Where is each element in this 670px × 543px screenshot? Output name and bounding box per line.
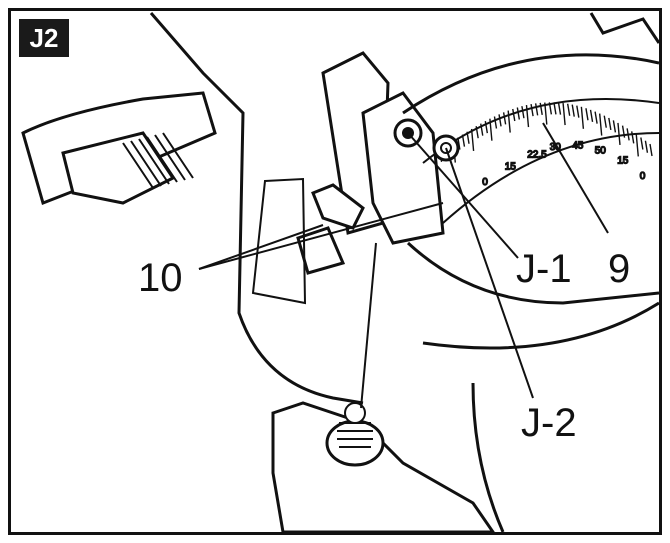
scale-tick xyxy=(603,115,607,128)
scale-tick xyxy=(548,102,553,115)
scale-tick xyxy=(598,113,603,136)
scale-tick xyxy=(521,106,525,119)
scale-tick xyxy=(466,131,470,144)
bracket-panel xyxy=(251,177,307,305)
scale-tick xyxy=(507,110,511,133)
housing-lower xyxy=(406,241,659,305)
scale-tick xyxy=(589,109,594,122)
scale-tick xyxy=(566,103,571,116)
scale-tick xyxy=(525,105,530,128)
figure-label: J2 xyxy=(19,19,69,57)
scale-tick xyxy=(585,108,589,121)
scale-tick xyxy=(562,103,566,126)
body-edge xyxy=(149,12,364,405)
scale-tick xyxy=(502,112,507,125)
scale-tick xyxy=(621,125,626,138)
scale-tick xyxy=(475,126,479,139)
top-clamp xyxy=(589,12,659,44)
base-plate xyxy=(271,401,495,532)
grip-ridges xyxy=(122,132,194,189)
scale-tick xyxy=(530,104,534,117)
scale-tick xyxy=(489,118,493,141)
scale-tick xyxy=(594,111,598,124)
scale-tick xyxy=(557,102,562,115)
scale-tick xyxy=(457,137,461,150)
scale-tick xyxy=(644,140,649,153)
scale-tick xyxy=(612,120,617,133)
hex-nut xyxy=(311,183,365,230)
scale-tick xyxy=(576,105,580,118)
pointer-bracket xyxy=(361,91,445,245)
housing-edge xyxy=(422,301,659,350)
scale-tick xyxy=(539,102,543,115)
scale-tick xyxy=(534,103,539,116)
scale-tick xyxy=(626,128,630,141)
scale-tick xyxy=(484,120,489,134)
scale-tick xyxy=(571,104,575,117)
torx-head xyxy=(344,402,366,424)
scale-tick xyxy=(649,143,653,157)
scale-tick xyxy=(631,131,635,144)
scale-mark-label: 45 xyxy=(572,141,584,152)
callout-9: 9 xyxy=(608,247,631,291)
scale-mark-label: 0 xyxy=(640,171,646,182)
callout-j2: J-2 xyxy=(521,401,577,445)
scale-tick xyxy=(480,123,484,136)
scale-mark-label: 15 xyxy=(505,162,517,173)
scale-tick xyxy=(640,137,644,150)
housing-foot xyxy=(471,382,505,532)
bolt-head xyxy=(325,419,385,467)
scale-tick xyxy=(470,128,475,151)
scale-tick xyxy=(461,134,466,147)
scale-tick xyxy=(498,114,502,127)
scale-tick xyxy=(635,134,639,157)
scale-tick xyxy=(544,102,548,125)
scale-tick xyxy=(516,107,521,120)
scale-tick xyxy=(617,122,621,145)
scale-mark-label: 15 xyxy=(617,156,629,167)
scale-tick xyxy=(553,102,557,115)
scale-tick xyxy=(512,108,516,122)
callout-10: 10 xyxy=(138,256,183,300)
scale-mark-label: 50 xyxy=(595,145,607,156)
scale-arc-outer xyxy=(402,53,659,115)
callout-j1: J-1 xyxy=(516,247,572,291)
leader-lines xyxy=(198,122,609,409)
scale-mark-label: 22.5 xyxy=(527,149,547,160)
scale-tick xyxy=(493,116,498,129)
scale-tick xyxy=(608,117,612,131)
scale-mark-label: 0 xyxy=(482,177,488,188)
scale-tick xyxy=(580,106,585,129)
